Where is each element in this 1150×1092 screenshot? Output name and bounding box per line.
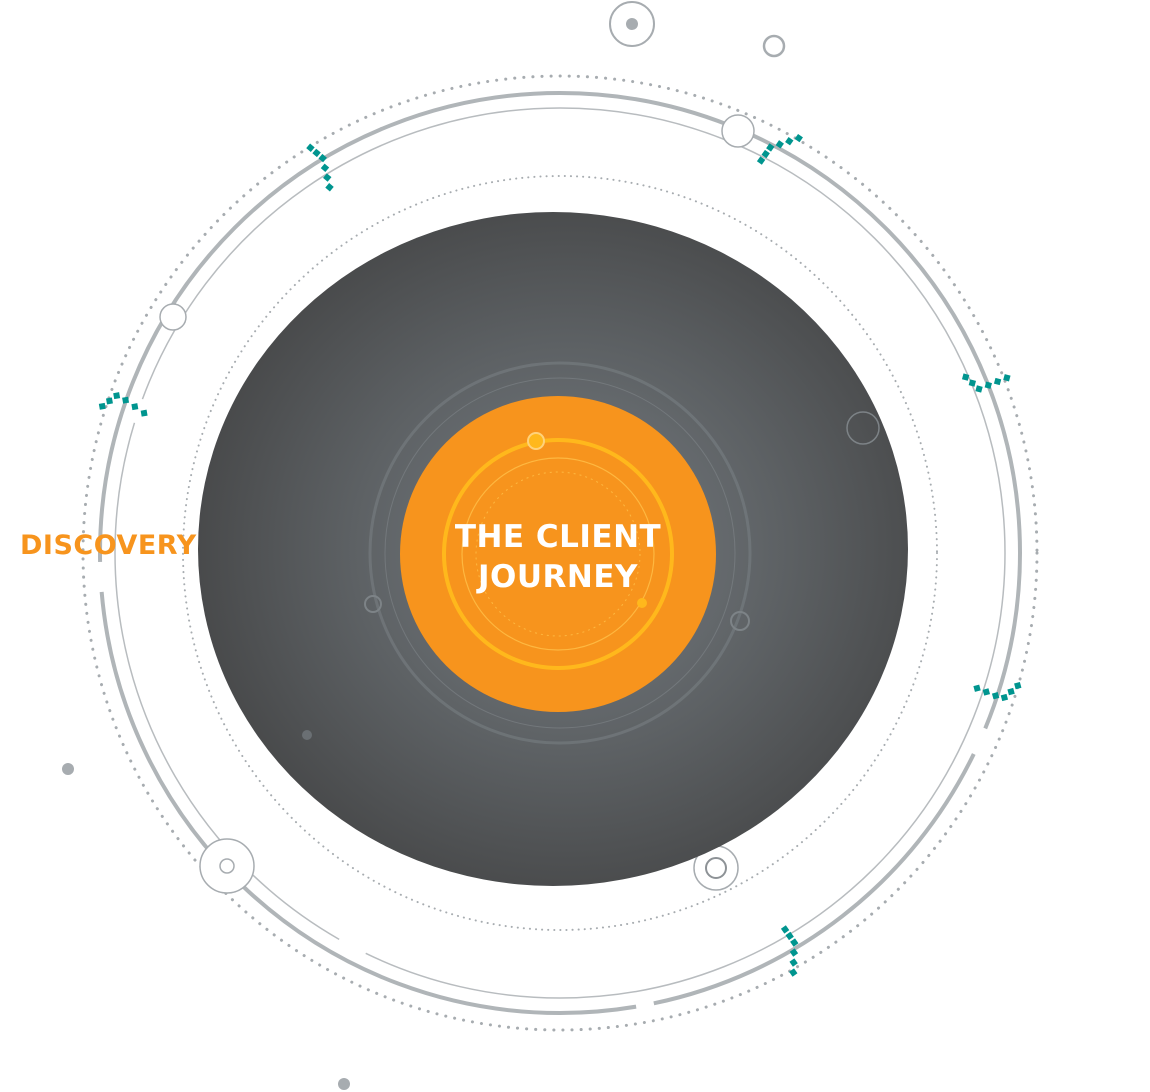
center-title-line1: THE CLIENT <box>454 519 662 555</box>
center-circle <box>400 396 716 712</box>
inner-dotted-ring <box>182 175 938 931</box>
center-decorative-rings <box>442 432 674 670</box>
ring-nodes <box>159 114 755 894</box>
disc-inner-rings <box>302 361 880 745</box>
center-title-line2: JOURNEY <box>478 559 638 595</box>
decorative-dots-top <box>62 1 786 1090</box>
outer-thick-ring <box>98 91 1022 1015</box>
outer-thin-ring <box>114 107 1006 999</box>
teal-markers <box>98 133 1022 977</box>
stage-label-discovery: DISCOVERY <box>20 530 197 561</box>
outer-dotted-ring <box>81 74 1039 1032</box>
center-title: THE CLIENT JOURNEY <box>400 517 716 597</box>
